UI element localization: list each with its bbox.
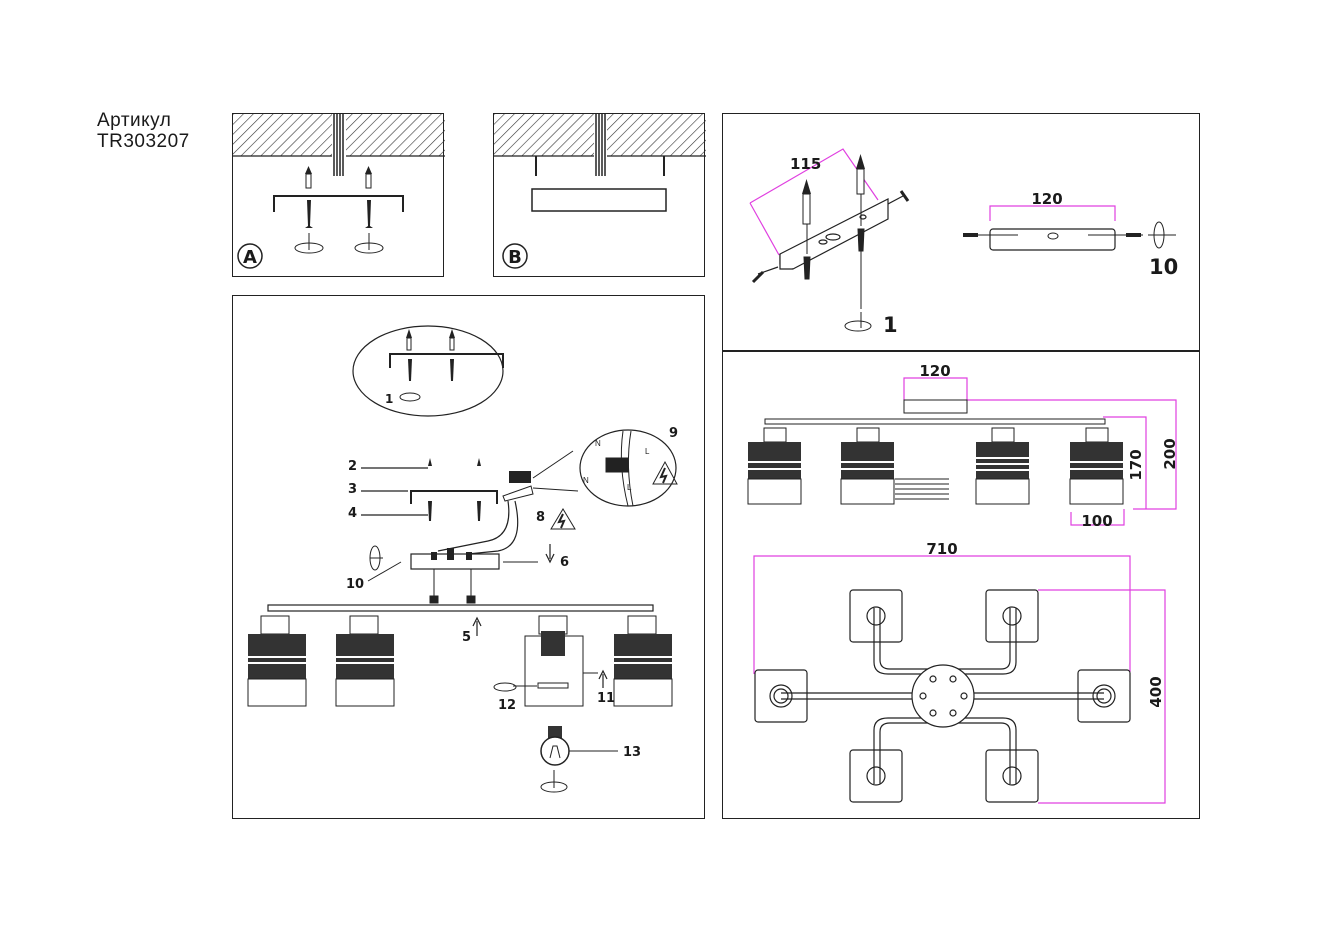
panel-bracket: 115 1 120: [722, 113, 1200, 351]
step-label: 11: [597, 691, 615, 706]
shade-icon: [613, 615, 673, 707]
badge-b: B: [508, 247, 522, 268]
step-label: 9: [669, 426, 678, 441]
dim-width: 400: [1147, 676, 1165, 707]
dim-canopy-width: 120: [919, 362, 950, 380]
dim-plate-length: 120: [1031, 190, 1062, 208]
bulb-icon: [540, 726, 570, 766]
panel-assembly: 1 2 3 4 N L N L 9: [232, 295, 705, 819]
panel-mount-b: B: [493, 113, 706, 277]
terminal-block-icon: [502, 471, 534, 502]
ring-icon: [537, 682, 569, 689]
dimension-line: [989, 205, 1116, 221]
top-view-drawing: [754, 589, 1131, 803]
dim-height-total: 200: [1161, 438, 1179, 469]
bracket-icon: [535, 156, 665, 176]
rod-icon: [429, 569, 476, 604]
shade-icon: [747, 427, 802, 505]
screw-icon: [408, 359, 454, 381]
rotate-icon: [493, 682, 517, 692]
dimension-line: [749, 148, 879, 256]
dim-length: 710: [926, 540, 957, 558]
bracket-drawing: 115 1 120: [749, 148, 1178, 337]
mount-b-drawing: B: [494, 114, 706, 269]
step-side-screw: 10: [1149, 255, 1178, 279]
step-label: 8: [536, 510, 545, 525]
article-block: Артикул TR303207: [97, 110, 190, 152]
step-label: 13: [623, 745, 641, 760]
step-screw: 1: [883, 313, 898, 337]
panel-mount-a: A: [232, 113, 445, 277]
rotate-icon: [844, 312, 872, 332]
step-label: 10: [346, 577, 364, 592]
canopy-icon: [903, 399, 968, 414]
arrow-up-icon: [598, 669, 608, 688]
cable-icon: [595, 114, 606, 176]
rotate-icon: [369, 545, 383, 571]
dim-height-shade: 170: [1127, 449, 1145, 480]
dimensions-drawing: 120 200 170 100 710 400: [747, 362, 1179, 804]
arrow-down-icon: [545, 544, 555, 564]
badge-a: A: [243, 247, 257, 268]
screw-icon: [803, 194, 865, 309]
wiring-diagram: [605, 430, 634, 507]
side-screw-icon: [751, 190, 910, 284]
wires-icon: [895, 478, 949, 500]
bar-icon: [764, 418, 1106, 425]
dim-bracket-length: 115: [790, 155, 821, 173]
screw-icon: [305, 200, 373, 228]
rotate-icon: [294, 233, 384, 254]
shade-icon: [975, 427, 1030, 505]
dowel-icon: [802, 154, 865, 225]
bracket-iso-icon: [779, 198, 889, 270]
mounting-plate-icon: [989, 228, 1116, 251]
inset-bubble: [352, 325, 504, 417]
step-label: 6: [560, 555, 569, 570]
rotate-icon: [540, 770, 568, 793]
warning-icon: [550, 508, 576, 530]
shade-icon: [840, 427, 895, 505]
shade-icon: [524, 615, 584, 707]
rotate-icon: [1148, 221, 1176, 249]
step-label: 5: [462, 630, 471, 645]
screw-icon: [428, 458, 481, 521]
leader-lines: [361, 467, 428, 516]
dowel-icon: [406, 329, 455, 351]
bracket-icon: [273, 195, 404, 212]
mount-a-drawing: A: [233, 114, 445, 269]
panel-dimensions: 120 200 170 100 710 400: [722, 351, 1200, 819]
article-label: Артикул: [97, 110, 172, 131]
step-label: 2: [348, 459, 357, 474]
canopy-icon: [531, 188, 667, 212]
wire-neutral-label: N: [595, 439, 601, 448]
bracket-icon: [410, 490, 498, 504]
inset-step: 1: [385, 392, 393, 406]
shade-icon: [1069, 427, 1124, 505]
assembly-drawing: 1 2 3 4 N L N L 9: [247, 325, 678, 793]
shade-icon: [247, 615, 307, 707]
dowel-icon: [305, 166, 372, 189]
wire-live-label: L: [627, 483, 632, 492]
shade-icon: [335, 615, 395, 707]
cable-icon: [333, 114, 344, 176]
article-number: TR303207: [97, 131, 190, 152]
bar-icon: [267, 604, 654, 612]
arrow-up-icon: [472, 616, 482, 636]
connector-icon: [431, 548, 472, 560]
step-label: 3: [348, 482, 357, 497]
wire-live-label: L: [645, 447, 650, 456]
dim-shade-width: 100: [1081, 512, 1112, 530]
wire-neutral-label: N: [583, 476, 589, 485]
dimension-line: [753, 377, 1177, 804]
step-label: 12: [498, 698, 516, 713]
warning-icon: [652, 460, 678, 485]
canopy-icon: [410, 553, 500, 570]
step-label: 4: [348, 506, 357, 521]
